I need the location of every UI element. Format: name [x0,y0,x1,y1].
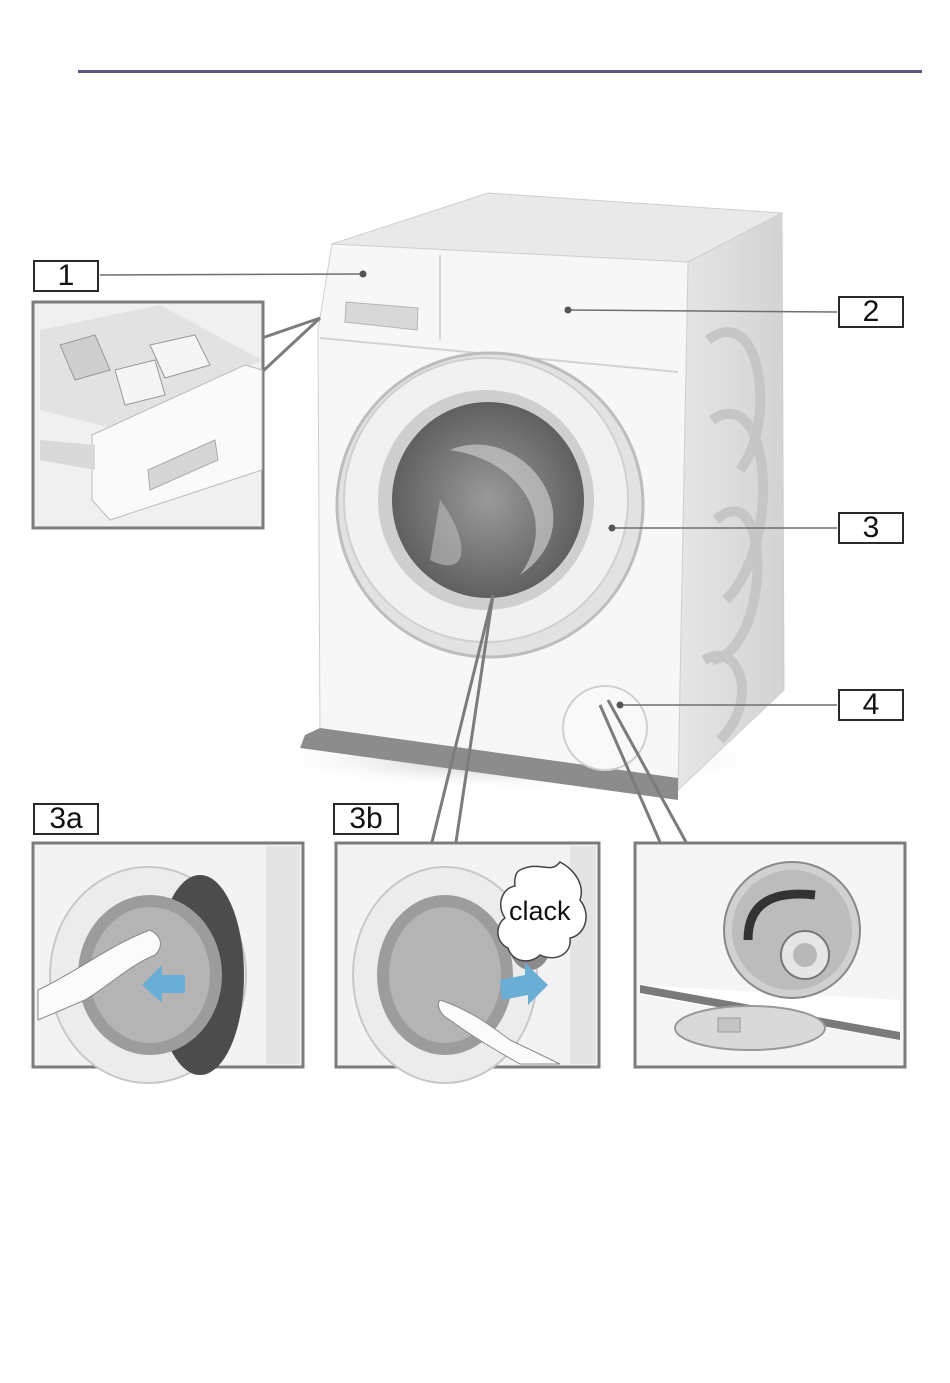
callout-3b: 3b [333,803,399,835]
callout-4: 4 [838,689,904,721]
pump-filter-icon [635,843,905,1067]
detergent-drawer-icon [33,302,263,528]
panel-3b-door-close [336,843,599,1083]
clack-sound-text: clack [509,896,571,927]
panel-3a-door-push [33,843,303,1083]
callout-2: 2 [838,296,904,328]
callout-1: 1 [33,260,99,292]
callout-3: 3 [838,512,904,544]
machine-side [678,213,784,790]
pump-filter-cover [563,686,647,770]
callout-3a: 3a [33,803,99,835]
